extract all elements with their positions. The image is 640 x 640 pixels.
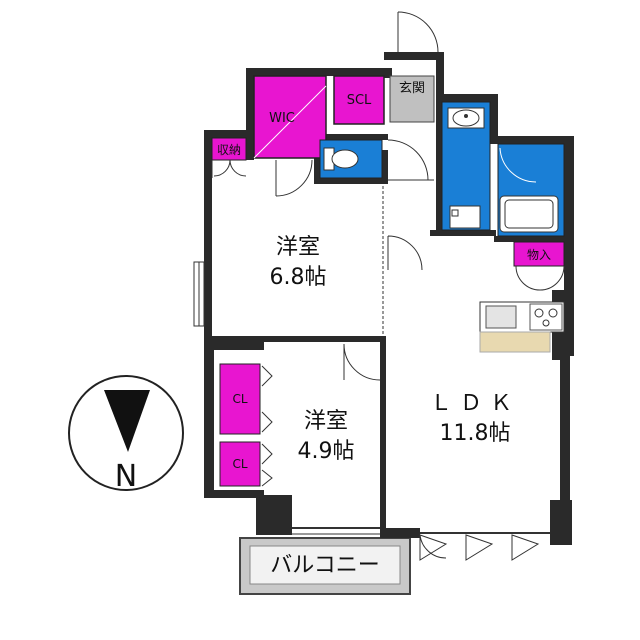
toilet-room: [319, 139, 383, 179]
ldk-size: 11.8帖: [440, 421, 511, 446]
entrance: 玄関: [389, 11, 439, 123]
cl-closet-2: CL: [219, 441, 273, 487]
ldk-name: ＬＤＫ: [430, 391, 520, 416]
western-room-2-size: 4.9帖: [298, 439, 355, 464]
mono-ire-label: 物入: [527, 248, 551, 262]
toilet-icon: [323, 147, 359, 171]
western-room-2-name: 洋室: [304, 409, 348, 434]
ldk-room: ＬＤＫ 11.8帖: [419, 391, 550, 561]
sink-icon: [452, 109, 480, 127]
compass-icon: N: [68, 375, 184, 494]
scl-label: SCL: [347, 93, 372, 108]
entrance-label: 玄関: [399, 81, 425, 96]
stove-icon: [529, 303, 563, 331]
walls: [204, 52, 574, 545]
cl-1-label: CL: [232, 392, 247, 406]
balcony: バルコニー: [239, 537, 411, 595]
scl-closet: SCL: [333, 75, 385, 125]
western-room-1-name: 洋室: [276, 235, 320, 260]
door-swing-icon: [397, 11, 439, 53]
bathtub-icon: [499, 195, 559, 233]
cl-2-label: CL: [232, 457, 247, 471]
western-room-1-size: 6.8帖: [270, 265, 327, 290]
washroom: [441, 101, 491, 231]
bathroom: [497, 143, 565, 237]
cl-closet-1: CL: [219, 363, 273, 435]
western-room-1: 洋室 6.8帖: [193, 159, 327, 327]
mono-ire-closet: 物入: [513, 241, 565, 291]
wic-label: WIC: [269, 111, 295, 126]
western-room-2: 洋室 4.9帖: [292, 343, 381, 535]
compass-letter: N: [115, 459, 137, 494]
wic-room: WIC: [253, 75, 327, 159]
storage-closet: 収納: [211, 137, 247, 178]
sliding-door: [382, 139, 434, 334]
storage-label: 収納: [217, 143, 241, 157]
balcony-label: バルコニー: [270, 553, 380, 578]
kitchen: [479, 301, 565, 353]
